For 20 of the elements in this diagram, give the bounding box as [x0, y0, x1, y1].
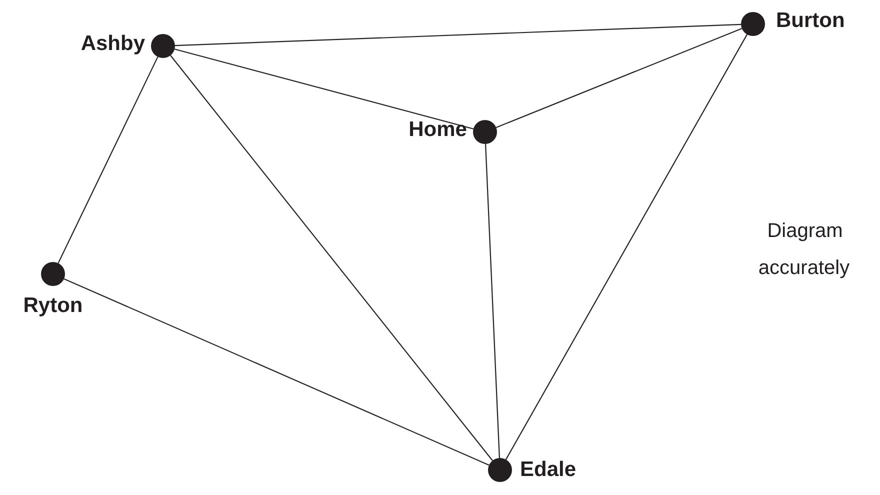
connector-line	[174, 24, 742, 46]
connector-line	[505, 34, 748, 460]
place-name: Ashby	[80, 32, 145, 56]
place-name: Home	[408, 118, 467, 142]
place-name: Burton	[776, 9, 845, 33]
note-text: Diagram	[766, 220, 844, 243]
point-marker	[488, 458, 512, 482]
point-marker	[473, 120, 497, 144]
point-marker	[151, 34, 175, 58]
point-marker	[41, 262, 65, 286]
connector-line	[170, 55, 493, 461]
point-marker	[741, 12, 765, 36]
connector-line	[484, 144, 500, 458]
place-name: Ryton	[22, 294, 84, 318]
connector-line	[496, 28, 742, 128]
connector-line	[64, 278, 490, 466]
place-name: Edale	[520, 458, 576, 482]
connector-line	[174, 48, 474, 130]
connector-line	[58, 56, 158, 264]
note-text: accurately	[757, 257, 851, 280]
